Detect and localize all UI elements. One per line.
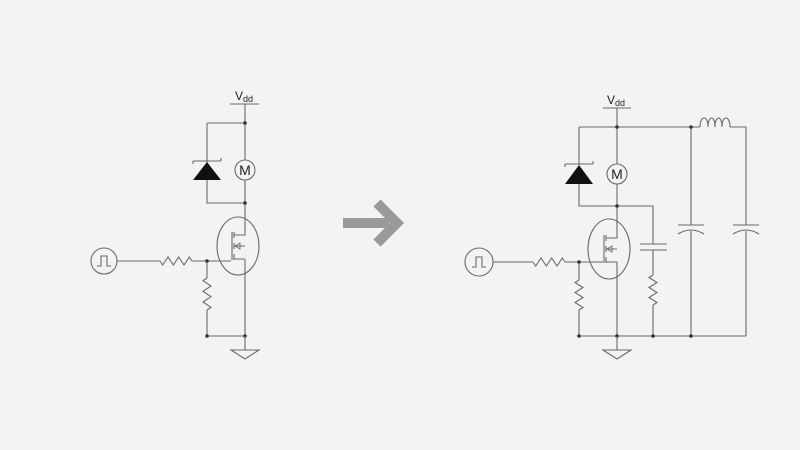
ground-icon — [229, 336, 261, 360]
pulldown-resistor — [202, 277, 212, 311]
diode — [192, 158, 222, 180]
gate-resistor — [532, 257, 566, 267]
pulse-glyph — [97, 255, 111, 267]
inductor-icon — [699, 117, 731, 128]
filter-capacitor-1 — [677, 224, 705, 235]
transform-arrow-icon — [343, 199, 405, 247]
circuit-before: Vdd M — [90, 89, 261, 360]
pulldown-resistor — [573, 279, 585, 311]
pulse-source-icon — [464, 247, 494, 277]
pulse-source-icon — [90, 247, 118, 275]
pulse-glyph — [472, 256, 486, 268]
circuit-after: Vdd M — [464, 93, 760, 360]
snubber-resistor — [647, 274, 659, 306]
motor-icon — [234, 159, 256, 181]
diode — [564, 161, 594, 184]
mosfet — [216, 216, 260, 276]
wires — [578, 108, 747, 337]
filter-capacitor-2 — [732, 224, 760, 235]
motor-icon — [606, 163, 628, 185]
motor-label: M — [239, 162, 251, 178]
ground-icon — [601, 336, 633, 360]
wires — [206, 104, 246, 337]
vdd-label: Vdd — [607, 93, 625, 108]
mosfet — [579, 218, 631, 280]
snubber-capacitor — [640, 243, 667, 251]
gate-resistor — [159, 256, 193, 266]
motor-label: M — [611, 166, 623, 182]
vdd-label: Vdd — [235, 89, 253, 104]
